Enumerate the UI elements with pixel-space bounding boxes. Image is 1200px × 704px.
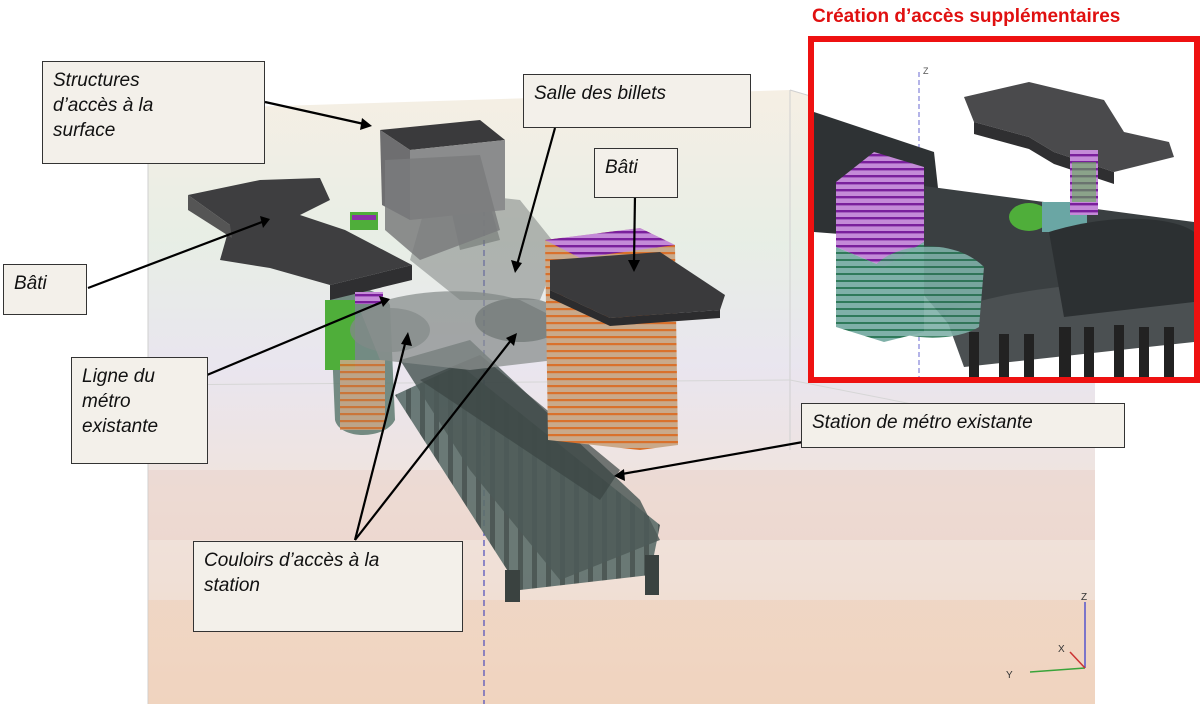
triad-y-label: Y	[1006, 670, 1013, 681]
label-metro-station: Station de métro existante	[801, 403, 1125, 448]
leader-arrows	[87, 100, 804, 541]
axis-triad: Z X Y	[1006, 592, 1087, 681]
building-left	[188, 178, 412, 304]
inset-green-cylinder	[1009, 203, 1049, 231]
surface-access-structures	[380, 120, 505, 260]
inset-pillars	[969, 325, 1174, 377]
inset-title: Création d’accès supplémentaires	[812, 6, 1121, 27]
inset-purple-block	[836, 152, 924, 267]
triad-z-label: Z	[1081, 592, 1087, 603]
label-surface-structures: Structures d’accès à la surface	[42, 61, 265, 164]
inset-top-building	[964, 82, 1174, 172]
inset-z-label: Z	[923, 66, 929, 76]
inset-scene: Z	[814, 42, 1194, 377]
label-ticket-hall: Salle des billets	[523, 74, 751, 128]
triad-x-label: X	[1058, 644, 1065, 655]
building-right	[545, 228, 725, 450]
label-building-right: Bâti	[594, 148, 678, 198]
access-corridors	[360, 291, 565, 370]
label-access-corridors: Couloirs d’accès à la station	[193, 541, 463, 632]
label-building-left: Bâti	[3, 264, 87, 315]
inset-frame: Z	[808, 36, 1200, 383]
label-metro-line: Ligne du métro existante	[71, 357, 208, 464]
